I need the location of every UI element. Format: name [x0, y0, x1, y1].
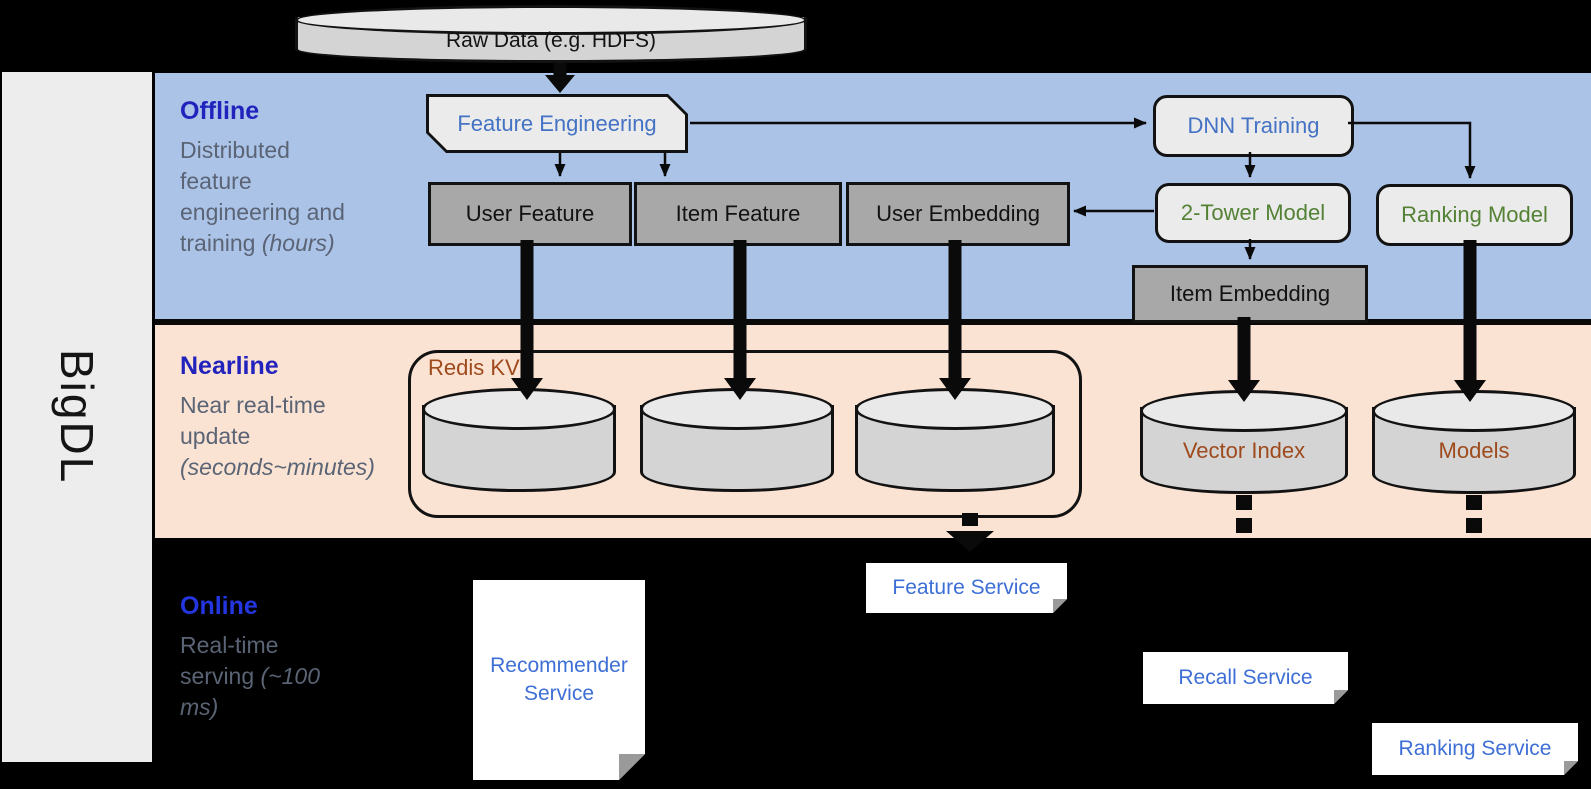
- user-embedding-label: User Embedding: [876, 201, 1040, 226]
- cylinder-top: [640, 388, 834, 430]
- bigdl-sidebar: BigDL: [2, 72, 152, 762]
- item-embedding-node: Item Embedding: [1132, 265, 1368, 323]
- nearline-desc-italic: (seconds~minutes): [180, 454, 375, 481]
- dnn-training-label: DNN Training: [1187, 113, 1320, 138]
- redis-kv-label: Redis KV: [428, 355, 520, 380]
- band-divider: [155, 319, 1591, 325]
- two-tower-model-node: 2-Tower Model: [1155, 183, 1351, 243]
- redis-shard-2: [640, 388, 834, 492]
- recommender-service-label: Recommender Service: [490, 653, 628, 705]
- feature-service-node: Feature Service: [866, 563, 1067, 613]
- recall-service-node: Recall Service: [1143, 652, 1348, 704]
- online-desc-text: Real-time serving: [180, 632, 279, 690]
- models-store: Models: [1372, 390, 1576, 494]
- vector-index-label: Vector Index: [1182, 438, 1306, 463]
- ranking-service-node: Ranking Service: [1372, 723, 1578, 775]
- ranking-model-label: Ranking Model: [1401, 202, 1548, 227]
- page-fold-icon: [1053, 599, 1067, 613]
- online-section-label: Online Real-time serving (~100 ms): [180, 592, 332, 723]
- cylinder-top: [855, 388, 1055, 430]
- offline-section-label: Offline Distributed feature engineering …: [180, 97, 358, 259]
- item-feature-label: Item Feature: [675, 201, 801, 226]
- models-label: Models: [1438, 438, 1510, 463]
- feature-engineering-node: Feature Engineering: [426, 94, 688, 153]
- nearline-section-label: Nearline Near real-time update (seconds~…: [180, 352, 380, 483]
- bigdl-label: BigDL: [51, 349, 103, 485]
- item-feature-node: Item Feature: [634, 182, 842, 246]
- item-embedding-label: Item Embedding: [1169, 281, 1331, 306]
- raw-data-store: Raw Data (e.g. HDFS): [295, 5, 807, 63]
- recommender-service-node: Recommender Service: [473, 580, 645, 780]
- recall-service-label: Recall Service: [1178, 665, 1313, 689]
- nearline-title: Nearline: [180, 352, 279, 380]
- dnn-training-node: DNN Training: [1153, 95, 1354, 157]
- vector-index-store: Vector Index: [1140, 390, 1348, 494]
- cylinder-top: [1140, 390, 1348, 432]
- ranking-model-node: Ranking Model: [1376, 184, 1573, 246]
- offline-desc-italic: (hours): [261, 230, 335, 257]
- page-fold-icon: [619, 754, 645, 780]
- page-fold-icon: [1564, 761, 1578, 775]
- raw-data-label: Raw Data (e.g. HDFS): [445, 29, 657, 52]
- offline-desc-text: Distributed feature engineering and trai…: [180, 137, 345, 257]
- offline-desc: Distributed feature engineering and trai…: [180, 135, 358, 259]
- feature-engineering-fill: [429, 97, 685, 150]
- ranking-service-label: Ranking Service: [1398, 736, 1552, 760]
- online-desc-italic: (~100 ms): [180, 663, 321, 721]
- page-fold-icon: [1334, 690, 1348, 704]
- feature-engineering-label: Feature Engineering: [457, 110, 657, 136]
- two-tower-model-label: 2-Tower Model: [1180, 200, 1326, 225]
- online-title: Online: [180, 592, 258, 620]
- nearline-desc: Near real-time update (seconds~minutes): [180, 390, 380, 483]
- user-feature-node: User Feature: [428, 182, 632, 246]
- nearline-desc-text: Near real-time update: [180, 392, 326, 450]
- cylinder-top: [422, 388, 616, 430]
- online-desc: Real-time serving (~100 ms): [180, 630, 332, 723]
- offline-title: Offline: [180, 97, 260, 125]
- user-embedding-node: User Embedding: [846, 182, 1070, 246]
- redis-shard-3: [855, 388, 1055, 492]
- raw-data-cylinder-top: [295, 5, 807, 35]
- feature-service-label: Feature Service: [892, 575, 1041, 599]
- redis-shard-1: [422, 388, 616, 492]
- cylinder-top: [1372, 390, 1576, 432]
- user-feature-label: User Feature: [465, 201, 595, 226]
